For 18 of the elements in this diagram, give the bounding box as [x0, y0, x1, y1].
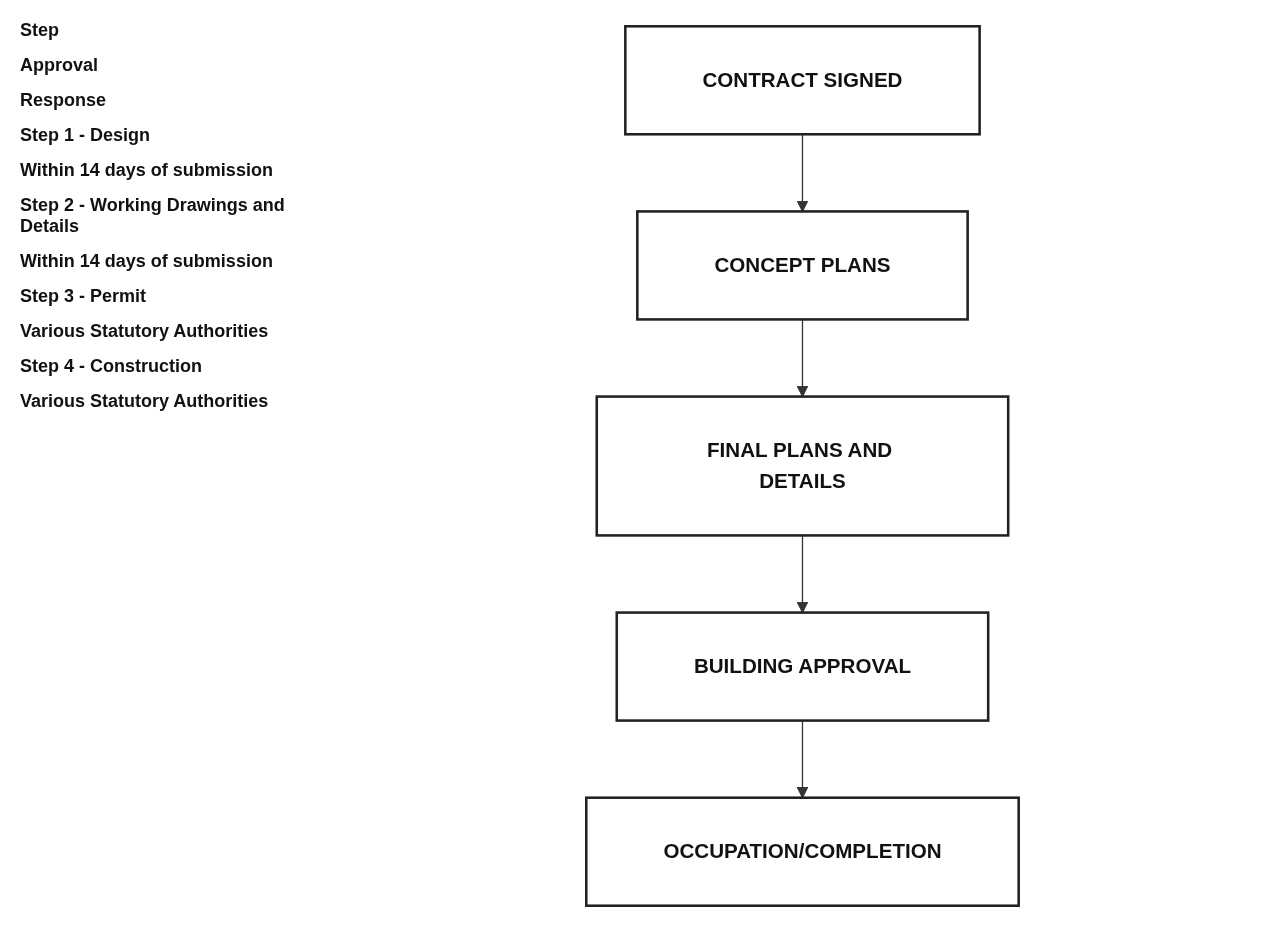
node-box: BUILDING APPROVAL: [615, 610, 990, 722]
side-label: Within 14 days of submission: [20, 160, 274, 181]
side-label: Step 4 - Construction: [20, 356, 203, 377]
side-label: Various Statutory Authorities: [20, 391, 270, 412]
node-box: CONTRACT SIGNED: [624, 24, 981, 136]
side-label: Step 3 - Permit: [20, 286, 148, 307]
side-label: Response: [20, 90, 108, 111]
node-box: CONCEPT PLANS: [636, 209, 969, 321]
node-box: OCCUPATION/COMPLETION: [585, 795, 1020, 907]
side-label: Step 2 - Working Drawings and Details: [20, 195, 286, 237]
arrow: [796, 534, 809, 613]
arrow: [796, 318, 809, 397]
side-label: Various Statutory Authorities: [20, 321, 270, 342]
side-label: Approval: [20, 55, 99, 76]
node-box: FINAL PLANS AND DETAILS: [595, 394, 1010, 537]
side-label: Step: [20, 20, 60, 41]
side-label: Within 14 days of submission: [20, 251, 274, 272]
side-label: Step 1 - Design: [20, 125, 152, 146]
